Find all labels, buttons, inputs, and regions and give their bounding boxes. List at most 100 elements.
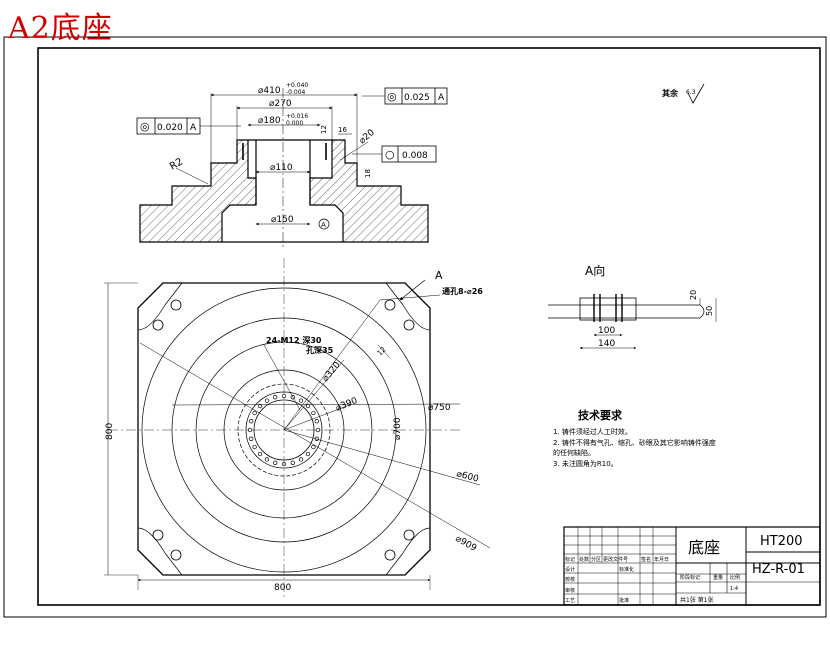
scale-label: 比例	[730, 574, 740, 581]
tech-item-1: 1. 铸件须经过人工时效。	[553, 427, 632, 436]
dim-height-800: 800	[105, 423, 115, 440]
dim-mid: ⌀270	[269, 99, 292, 109]
tapped-hole	[273, 395, 278, 400]
dim-bottom: ⌀150	[271, 215, 294, 225]
approve-label: 批准	[619, 597, 629, 604]
tol-rt-datum: A	[438, 93, 445, 103]
tapped-hole	[281, 393, 287, 399]
thread-note-1: 24-M12 深30	[266, 335, 322, 345]
plan-view: 通孔8-⌀26 24-M12 深30 孔深35 ⌀320 ⌀390 ⌀750 ⌀…	[104, 258, 491, 600]
roughness-text: 其余	[662, 88, 679, 98]
a-dim-20: 20	[689, 290, 698, 300]
view-arrow-label: A	[435, 269, 443, 282]
dim-909: ⌀909	[454, 534, 479, 554]
tapped-hole	[315, 427, 321, 433]
small-dim-18: 18	[364, 169, 372, 178]
tapped-hole	[314, 419, 319, 424]
tapped-hole	[305, 451, 311, 457]
roughness-value: 6.3	[686, 89, 696, 96]
tapped-hole	[298, 398, 304, 403]
std-label: 标准化	[619, 566, 634, 573]
plan-outline	[137, 282, 431, 576]
tech-requirements: 技术要求 1. 铸件须经过人工时效。 2. 铸件不得有气孔、缩孔、砂眼及其它影响…	[553, 408, 716, 468]
tol-left-value: 0.020	[157, 123, 183, 133]
dim-bore-tol-lower: 0.000	[286, 120, 303, 127]
tapped-hole	[249, 419, 254, 424]
datum-label: A	[321, 221, 326, 229]
tapped-hole	[305, 403, 311, 409]
material: HT200	[760, 534, 803, 549]
tapped-hole	[247, 427, 253, 433]
through-hole-note: 通孔8-⌀26	[442, 286, 483, 296]
tol-box-right-top: ◎ 0.025 A	[362, 87, 448, 105]
inner-border	[37, 47, 821, 606]
col-label-4: 更改文件号	[603, 556, 628, 563]
drawing-no: HZ-R-01	[752, 562, 805, 577]
dim-390: ⌀390	[334, 396, 359, 414]
tech-title: 技术要求	[578, 408, 623, 422]
tapped-hole	[264, 457, 270, 462]
radius-label: R2	[168, 156, 185, 172]
dim-inner: ⌀110	[270, 163, 293, 173]
a-view: A向 100 140 20 50	[548, 263, 717, 350]
scale-value: 1:4	[730, 586, 738, 592]
tol-rt-symbol: ◎	[387, 90, 397, 103]
tol-box-right: ○ 0.008	[352, 145, 437, 163]
tol-left-symbol: ◎	[140, 120, 150, 133]
row-label-4: 工艺	[565, 598, 575, 604]
dim-width-800: 800	[274, 583, 291, 593]
a-dim-100: 100	[598, 326, 615, 336]
dim-outer-tol-upper: +0.040	[286, 82, 308, 89]
part-name: 底座	[688, 538, 720, 557]
a-dim-50: 50	[705, 306, 714, 316]
weight-label: 重量	[713, 574, 723, 581]
tol-r-symbol: ○	[385, 148, 395, 161]
small-dim-12: 12	[320, 125, 328, 134]
datum-symbol	[318, 218, 330, 230]
tapped-hole	[290, 460, 295, 465]
chamfer-label: ⌀20	[358, 128, 378, 147]
a-view-title: A向	[585, 263, 605, 278]
dim-600: ⌀600	[455, 469, 480, 485]
tapped-hole	[249, 436, 254, 441]
tapped-hole	[252, 444, 257, 450]
outer-border	[3, 36, 827, 618]
dim-bore: ⌀180	[258, 116, 281, 126]
col-label-6: 年月日	[654, 556, 669, 563]
section-left-body	[139, 139, 257, 243]
roughness-note: 其余 6.3	[662, 83, 705, 104]
section-view: ⌀410 +0.040 -0.004 ⌀270 ⌀180 +0.016 0.00…	[136, 82, 448, 248]
tapped-holes	[247, 393, 321, 467]
thread-note-2: 孔深35	[306, 345, 334, 355]
tapped-hole	[264, 398, 270, 403]
tech-item-3: 的任何缺陷。	[553, 448, 595, 457]
tapped-hole	[257, 403, 263, 409]
a-dim-140: 140	[598, 339, 615, 349]
tol-r-value: 0.008	[402, 151, 428, 161]
row-label-1: 设计	[565, 566, 575, 573]
row-label-2: 校核	[565, 576, 575, 583]
col-label-5: 签名	[641, 556, 651, 563]
tapped-hole	[257, 451, 263, 457]
tol-rt-value: 0.025	[404, 93, 430, 103]
col-label-2: 处数	[579, 556, 589, 563]
dim-outer-tol-lower: -0.004	[286, 89, 306, 96]
dim-750: ⌀750	[428, 403, 451, 413]
col-label-3: 分区	[591, 556, 601, 563]
title-block: 标记 处数 分区 更改文件号 签名 年月日 设计 校核 审核 工艺 标准化 批准…	[563, 526, 821, 606]
dim-bore-tol-upper: +0.016	[286, 113, 308, 120]
dim-700: ⌀700	[393, 417, 403, 440]
small-dim-16: 16	[338, 126, 347, 134]
roughness-symbol	[687, 83, 705, 104]
tapped-hole	[311, 410, 316, 416]
tapped-hole	[273, 460, 278, 465]
tapped-hole	[298, 457, 304, 462]
tapped-hole	[281, 461, 287, 467]
sheet-info: 共1张 第1张	[680, 596, 714, 604]
sheet-title: A2底座	[8, 11, 113, 46]
dim-12: 12	[376, 345, 388, 357]
col-label-1: 标记	[565, 556, 575, 563]
tol-left-datum: A	[190, 123, 197, 133]
dim-320: ⌀320	[321, 360, 343, 384]
